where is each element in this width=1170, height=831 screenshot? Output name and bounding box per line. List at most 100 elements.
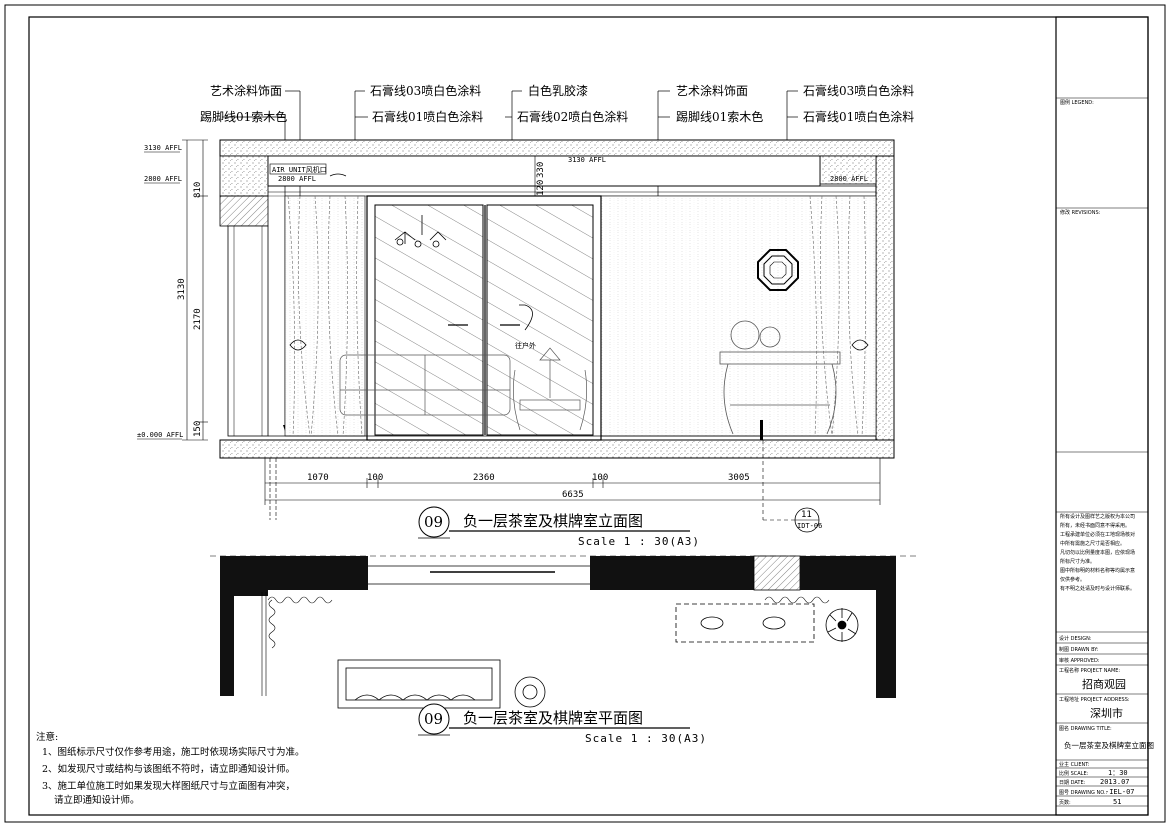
dim-vertical-2170: 2170: [193, 308, 203, 330]
plan-lamp-icon: [514, 676, 546, 708]
right-bulkhead: [819, 155, 877, 185]
outer-frame: [4, 4, 1166, 823]
title-block: 图例 LEGEND: 修改 REVISIONS: 所有设计及图样艺之版权为本公司…: [1055, 16, 1154, 816]
glass-door-right: [486, 204, 594, 436]
tb-address-label: 工程地址 PROJECT ADDRESS:: [1059, 696, 1130, 703]
notes-heading: 注意:: [36, 731, 58, 743]
tb-disclaimer-3: 工程承建单位必须在工地现场核对: [1060, 531, 1135, 538]
horizontal-dimensions: [264, 458, 881, 520]
note-1: 1、图纸标示尺寸仅作参考用途，施工时依现场实际尺寸为准。: [42, 746, 305, 758]
note-3: 3、施工单位施工时如果发现大样图纸尺寸与立面图有冲突，: [42, 780, 295, 792]
tb-legend-label: 图例 LEGEND:: [1060, 99, 1094, 106]
ceiling-slab: [219, 139, 895, 157]
wall-panel-left: [284, 195, 366, 437]
octagon-mirror-icon: [757, 249, 799, 291]
tb-drawing-title-label: 图名 DRAWING TITLE:: [1059, 725, 1112, 732]
note-3-cont: 请立即通知设计师。: [54, 794, 140, 806]
plan-view-number: 09: [424, 710, 443, 728]
callout-gypsum01-left: 石膏线01喷白色涂料: [372, 109, 483, 124]
sofa-icon: [339, 354, 511, 416]
callout-gypsum02: 石膏线02喷白色涂料: [517, 109, 628, 124]
tb-drawing-title: 负一层茶室及棋牌室立面图: [1064, 740, 1154, 750]
plan-wall-top-right: [800, 556, 896, 590]
left-wall-top: [219, 155, 269, 197]
tb-revisions-label: 修改 REVISIONS:: [1060, 209, 1101, 216]
level-tags: 3130 AFFL 2800 AFFL ±0.000 AFFL 3130 AFF…: [137, 144, 868, 440]
level-tag-2800-right: 2800 AFFL: [830, 175, 868, 183]
level-tag-2800-left: 2800 AFFL: [144, 175, 182, 183]
plan-sliding-door: [368, 565, 590, 585]
plan-wall-top-left: [268, 556, 368, 590]
plan-plant-icon: [825, 608, 859, 642]
plan-drawing: 09 负一层茶室及棋牌室平面图 Scale 1 : 30(A3): [210, 555, 920, 745]
chandelier-icon: [394, 215, 447, 248]
section-marker-ref: IDT-06: [797, 522, 822, 530]
plan-title-block: 09 负一层茶室及棋牌室平面图 Scale 1 : 30(A3): [418, 703, 707, 745]
level-tag-3130-left: 3130 AFFL: [144, 144, 182, 152]
general-notes: 注意: 1、图纸标示尺寸仅作参考用途，施工时依现场实际尺寸为准。 2、如发现尺寸…: [36, 731, 305, 806]
callout-latex-paint: 白色乳胶漆: [528, 83, 588, 98]
level-tag-3130-center: 3130 AFFL: [568, 156, 606, 164]
dim-horizontal-1070: 1070: [307, 473, 329, 483]
plan-wall-right: [876, 590, 896, 698]
plan-tea-table: [675, 603, 815, 643]
right-wall: [875, 155, 895, 441]
elevation-scale: Scale 1 : 30(A3): [578, 535, 700, 548]
tb-drawing-no: -IEL-07: [1105, 788, 1135, 796]
tb-disclaimer-9: 有不明之处请及时与设计师联系。: [1060, 585, 1135, 592]
section-marker: 11 IDT-06: [762, 440, 822, 533]
tb-date-label: 日期 DATE:: [1059, 780, 1086, 786]
tb-disclaimer-5: 凡切勿以比例量度本图，应依现场: [1060, 549, 1135, 556]
armchair-icon: [513, 347, 587, 431]
tb-disclaimer-2: 所有，未经书面同意不得采用。: [1060, 522, 1130, 529]
plan-wall-left-lower: [220, 596, 234, 696]
plan-column: [753, 555, 801, 591]
note-2: 2、如发现尺寸或结构与该图纸不符时，请立即通知设计师。: [42, 763, 295, 775]
elevation-drawing: 艺术涂料饰面 踢脚线01索木色 石膏线03喷白色涂料 石膏线01喷白色涂料 白色…: [137, 83, 914, 548]
tb-disclaimer-7: 图中所标明的材料名称等均属示意: [1060, 567, 1135, 574]
tb-date-value: 2013.07: [1100, 778, 1130, 786]
tb-scale-value: 1：30: [1108, 769, 1128, 777]
plan-title: 负一层茶室及棋牌室平面图: [463, 709, 643, 727]
elevation-view-number: 09: [424, 513, 443, 531]
dim-vertical-330: 330: [536, 162, 546, 178]
dim-horizontal-overall: 6635: [562, 490, 584, 500]
callout-art-paint-right: 艺术涂料饰面: [676, 83, 748, 98]
callout-gypsum03-right: 石膏线03喷白色涂料: [803, 83, 914, 98]
curtain-left: [287, 195, 363, 437]
entry-label: 往户外: [515, 341, 536, 350]
dim-vertical-120: 120: [536, 180, 546, 196]
dim-horizontal-100-right: 100: [592, 473, 608, 483]
plan-scale: Scale 1 : 30(A3): [585, 732, 707, 745]
tb-check-label: 审核 APPROVED:: [1059, 657, 1100, 664]
callout-gypsum01-right: 石膏线01喷白色涂料: [803, 109, 914, 124]
plan-curtains: [267, 596, 830, 649]
vertical-dimensions: [182, 139, 540, 441]
left-pillar: [227, 225, 269, 437]
tb-drawing-no-label: 图号 DRAWING NO.:: [1059, 790, 1108, 796]
dim-vertical-810: 810: [193, 182, 203, 198]
dim-vertical-total: 3130: [177, 278, 187, 300]
dim-horizontal-3005: 3005: [728, 473, 750, 483]
tb-disclaimer-8: 仅供参考。: [1060, 576, 1085, 583]
callout-art-paint-left: 艺术涂料饰面: [210, 83, 282, 98]
tb-drawn-label: 制图 DRAWN BY:: [1059, 646, 1099, 653]
tb-address: 深圳市: [1090, 706, 1123, 720]
dim-vertical-150: 150: [193, 421, 203, 437]
glass-door-left: [374, 204, 484, 436]
tb-design-label: 设计 DESIGN:: [1059, 635, 1092, 642]
callout-skirting-left: 踢脚线01索木色: [200, 109, 287, 124]
left-bulkhead: [219, 195, 269, 227]
tb-page-label: 页数:: [1059, 799, 1071, 806]
floor-slab: [219, 439, 895, 459]
ac-label: AIR UNIT风机口: [272, 165, 327, 174]
level-tag-floor: ±0.000 AFFL: [137, 431, 183, 439]
tb-disclaimer-4: 中所有需施之尺寸是否相应。: [1060, 540, 1125, 547]
dim-horizontal-100-left: 100: [367, 473, 383, 483]
plan-sofa: [337, 659, 501, 709]
plan-wall-left: [220, 556, 268, 596]
door-arrow-icon: [519, 304, 533, 331]
elevation-title-block: 09 负一层茶室及棋牌室立面图 Scale 1 : 30(A3): [418, 506, 700, 548]
